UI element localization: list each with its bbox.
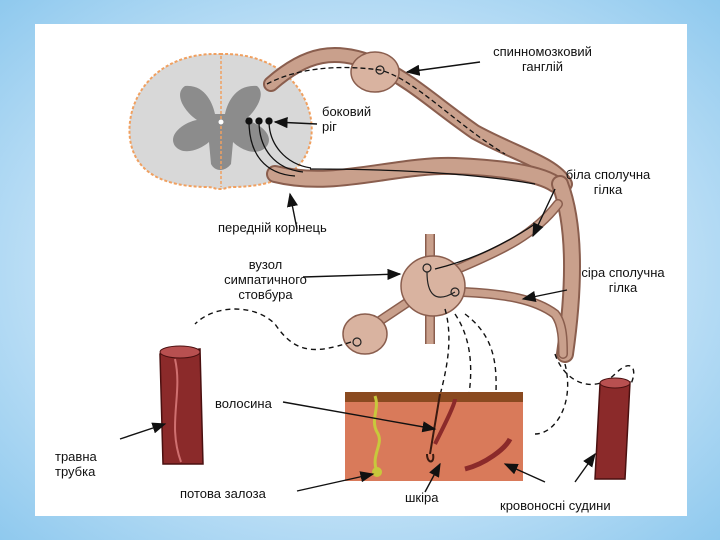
gray-ramus	[463, 292, 563, 354]
digestive-tube	[160, 346, 203, 464]
label-blood-vessels: кровоносні судини	[500, 498, 611, 513]
spinal-ganglion	[351, 52, 399, 92]
label-skin: шкіра	[405, 490, 438, 505]
label-hair: волосина	[215, 396, 272, 411]
sympathetic-trunk-ganglion	[401, 256, 465, 316]
blood-vessel	[595, 378, 630, 479]
label-anterior-root: передній корінець	[218, 220, 327, 235]
label-sweat-gland: потова залоза	[180, 486, 266, 501]
skin-block	[345, 392, 523, 481]
white-ramus	[455, 204, 558, 270]
prevertebral-ganglion	[343, 314, 387, 354]
